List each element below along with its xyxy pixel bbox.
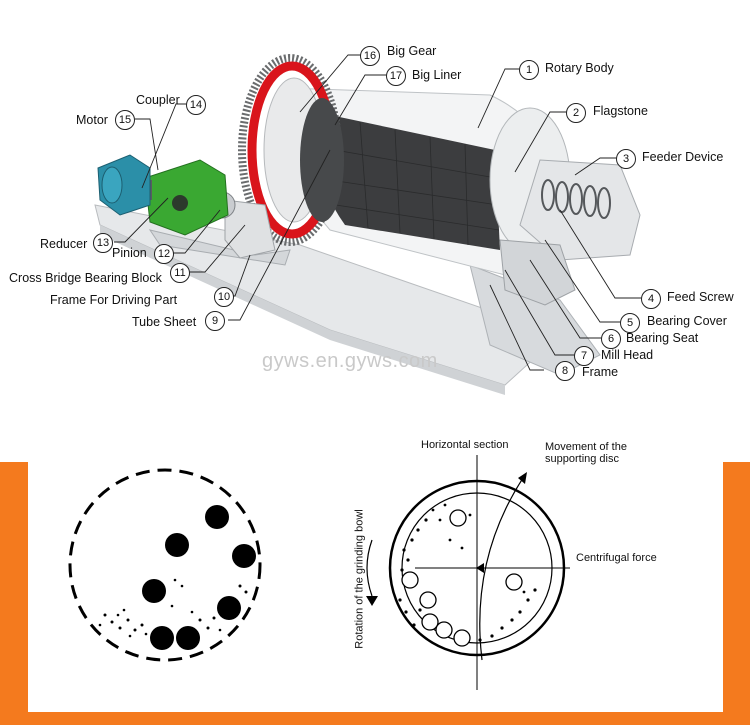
- part-number-13: 13: [93, 233, 113, 253]
- movement-label-line1: Movement of the: [545, 441, 627, 453]
- watermark: gyws.en.gyws.com: [262, 350, 438, 372]
- horizontal-section-label: Horizontal section: [421, 439, 509, 451]
- part-label-bearing-seat: Bearing Seat: [626, 331, 699, 345]
- part-number-3: 3: [616, 149, 636, 169]
- part-label-bearing-cover: Bearing Cover: [647, 314, 727, 328]
- part-number-6: 6: [601, 329, 621, 349]
- rotation-label: Rotation of the grinding bowl: [353, 509, 366, 649]
- part-label-motor: Motor: [76, 113, 108, 127]
- feed-screw: [541, 179, 611, 219]
- part-number-14: 14: [186, 95, 206, 115]
- part-label-flagstone: Flagstone: [593, 104, 648, 118]
- movement-label-line2: supporting disc: [545, 453, 619, 465]
- part-label-reducer: Reducer: [40, 237, 88, 251]
- part-label-cross-bridge-bearing-block: Cross Bridge Bearing Block: [9, 271, 162, 285]
- part-label-coupler: Coupler: [136, 93, 180, 107]
- part-label-frame: Frame: [582, 365, 619, 379]
- part-label-feed-screw: Feed Screw: [667, 290, 734, 304]
- part-number-11: 11: [170, 263, 190, 283]
- part-label-tube-sheet: Tube Sheet: [132, 315, 197, 329]
- orange-border-left: [0, 462, 28, 725]
- orange-border-right: [723, 462, 750, 725]
- part-label-mill-head: Mill Head: [601, 348, 654, 362]
- part-label-feeder-device: Feeder Device: [642, 150, 724, 164]
- part-number-12: 12: [154, 244, 174, 264]
- centrifugal-force-label: Centrifugal force: [576, 552, 657, 564]
- part-label-big-liner: Big Liner: [412, 68, 462, 82]
- part-label-frame-for-driving-part: Frame For Driving Part: [50, 293, 178, 307]
- part-number-9: 9: [205, 311, 225, 331]
- part-number-8: 8: [555, 361, 575, 381]
- leader-lines: [114, 54, 641, 371]
- part-number-1: 1: [519, 60, 539, 80]
- part-number-10: 10: [214, 287, 234, 307]
- part-number-5: 5: [620, 313, 640, 333]
- cross-bridge-bearing-block: [224, 199, 276, 259]
- part-number-16: 16: [360, 46, 380, 66]
- part-label-rotary-body: Rotary Body: [545, 61, 614, 75]
- orange-border-bottom: [0, 712, 750, 725]
- part-number-2: 2: [566, 103, 586, 123]
- part-number-17: 17: [386, 66, 406, 86]
- part-number-4: 4: [641, 289, 661, 309]
- part-label-big-gear: Big Gear: [387, 44, 437, 58]
- part-number-15: 15: [115, 110, 135, 130]
- big-liner: [320, 115, 500, 250]
- part-label-pinion: Pinion: [112, 246, 147, 260]
- ball-mill-drawing: [94, 54, 641, 395]
- part-number-7: 7: [574, 346, 594, 366]
- reducer: [144, 159, 229, 236]
